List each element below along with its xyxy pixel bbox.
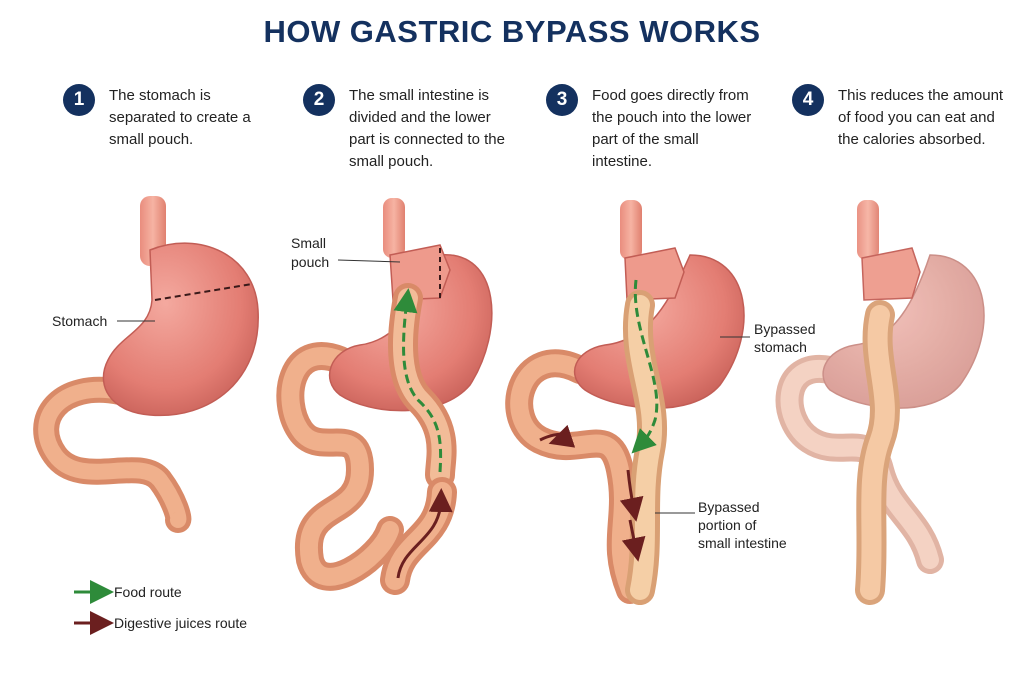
step-3-number-badge: 3 [546,84,578,116]
panel-3-juice-route-arrow-1 [539,424,576,448]
step-2-text: The small intestine is divided and the l… [349,87,505,170]
panel-1-illustration [33,196,259,533]
panel-1-staple-line [154,283,253,301]
panel-3-esophagus [620,200,642,260]
legend-food-route-label: Food route [114,584,182,600]
panel-2-juice-route-arrow [396,488,453,579]
panel-2-illustration [276,198,493,595]
panel-4-esophagus [857,200,879,260]
panel-2-esophagus [383,198,405,258]
bypassed-intestine-label-line-2: portion of [698,517,757,533]
page-title: HOW GASTRIC BYPASS WORKS [263,14,761,49]
step-3-text: Food goes directly from the pouch into t… [592,87,752,170]
step-1-number-badge: 1 [63,84,95,116]
panel-3-food-route-arrow [631,279,659,454]
legend-arrows [74,580,114,635]
panel-1-stomach [102,242,259,417]
bypassed-intestine-label-line-1: Bypassed [698,499,760,515]
panel-3-juice-route-arrow-2 [619,469,644,522]
panel-3-illustration [505,200,750,605]
panel-4-small-pouch [861,247,921,301]
small-pouch-label-line-1: Small [291,235,327,251]
bypassed-intestine-label-line-3: small intestine [698,535,787,551]
small-pouch-label-leader [337,259,401,263]
bypassed-stomach-label-line-2: stomach [754,339,807,355]
panel-3-juice-route-arrow-3 [621,519,646,562]
step-1-text: The stomach is separated to create a sma… [109,87,251,148]
step-2-number-badge: 2 [303,84,335,116]
step-4-number-badge: 4 [792,84,824,116]
panel-2-food-route-arrow [393,288,443,473]
stomach-label: Stomach [52,313,108,329]
panel-3-small-pouch [624,247,685,301]
step-4-text: This reduces the amount of food you can … [838,87,1004,148]
small-pouch-label-line-2: pouch [291,254,330,270]
panel-4-illustration [775,200,985,605]
legend-digestive-juices-label: Digestive juices route [114,615,248,631]
bypassed-stomach-label-line-1: Bypassed [754,321,816,337]
